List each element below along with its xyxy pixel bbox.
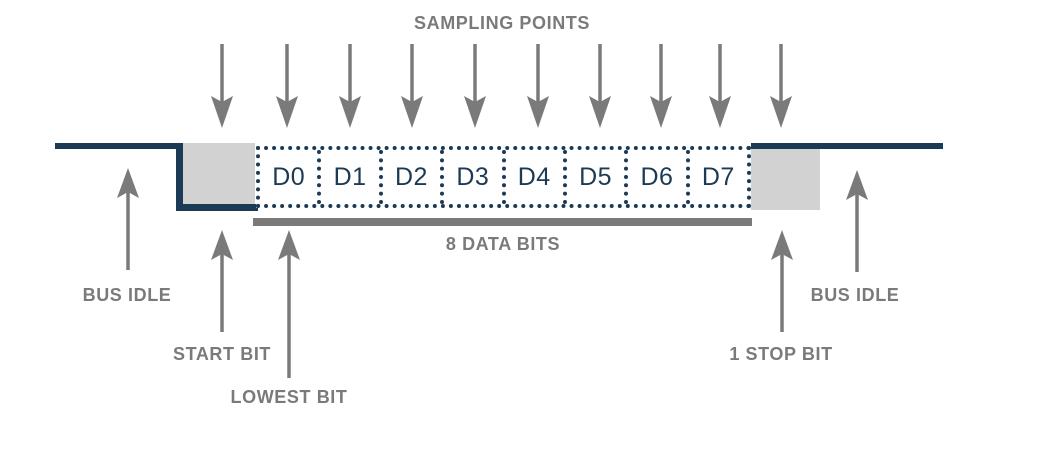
sampling-point-down-arrow-icon [527, 44, 549, 128]
sampling-point-down-arrow-icon [709, 44, 731, 128]
stop-bit-up-arrow-icon [771, 230, 793, 332]
lowest-bit-label: LOWEST BIT [230, 387, 348, 407]
lowest-bit-up-arrow-icon [278, 230, 300, 378]
data-bit-cell: D5 [562, 150, 624, 204]
start-bit-label: START BIT [172, 344, 272, 364]
stop-bit-label: 1 STOP BIT [729, 344, 833, 364]
data-bit-cell: D2 [378, 150, 440, 204]
data-bit-cell: D3 [440, 150, 501, 204]
sampling-point-down-arrow-icon [589, 44, 611, 128]
stop-bit-box [751, 149, 820, 210]
sampling-point-down-arrow-icon [464, 44, 486, 128]
diagram-title: SAMPLING POINTS [413, 13, 591, 33]
signal-start-bit-low-line [176, 204, 258, 211]
start-bit-box [183, 143, 255, 204]
bus-idle-left-up-arrow-icon [117, 168, 139, 270]
sampling-point-down-arrow-icon [770, 44, 792, 128]
bus-idle-right-up-arrow-icon [846, 170, 868, 272]
data-bits-label: 8 DATA BITS [445, 234, 561, 254]
sampling-point-down-arrow-icon [401, 44, 423, 128]
bus-idle-right-label: BUS IDLE [810, 285, 900, 305]
start-bit-up-arrow-icon [211, 230, 233, 332]
signal-idle-high-left-line [55, 143, 183, 149]
sampling-point-down-arrow-icon [211, 44, 233, 128]
signal-falling-edge [176, 143, 183, 211]
data-bit-cell: D6 [624, 150, 685, 204]
data-bit-cell: D0 [272, 162, 306, 191]
bus-idle-left-label: BUS IDLE [82, 285, 172, 305]
signal-idle-high-right-line [751, 143, 943, 149]
sampling-point-down-arrow-icon [339, 44, 361, 128]
data-bit-cell: D7 [685, 150, 747, 204]
data-bit-cell: D1 [317, 150, 378, 204]
sampling-point-down-arrow-icon [650, 44, 672, 128]
data-bit-cell: D4 [501, 150, 563, 204]
data-bits-underline-bar [253, 218, 752, 226]
sampling-point-down-arrow-icon [276, 44, 298, 128]
